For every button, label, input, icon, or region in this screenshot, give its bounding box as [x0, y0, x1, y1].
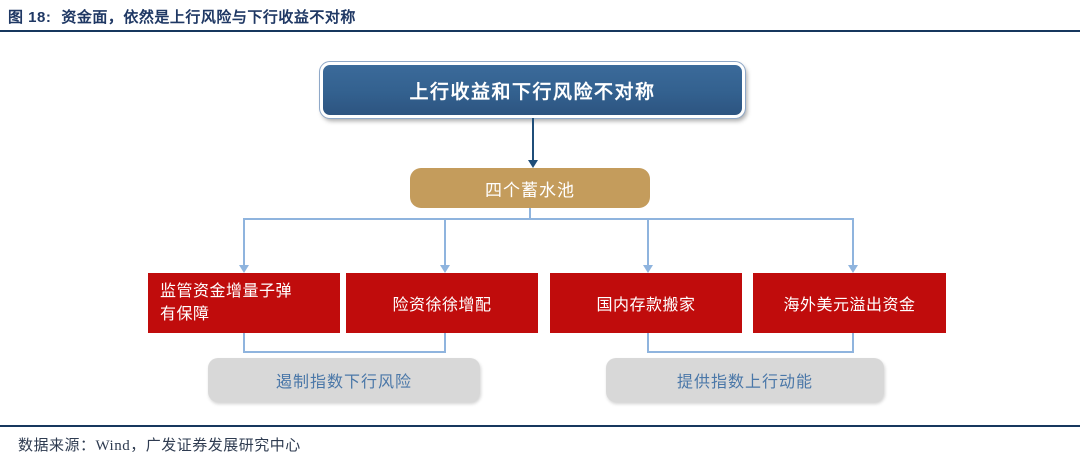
- outcome-box-label: 遏制指数下行风险: [275, 374, 412, 391]
- branch-box-regulatory-funds: 监管资金增量子弹有保障: [148, 273, 340, 333]
- branch-box-overseas-dollar: 海外美元溢出资金: [753, 273, 946, 333]
- title-divider-line: [0, 30, 1080, 32]
- root-box-label: 上行收益和下行风险不对称: [409, 81, 656, 103]
- branch-box-label: 险资徐徐增配: [392, 297, 492, 314]
- bracket-left-leg-1: [243, 333, 245, 352]
- flowchart-root-box: 上行收益和下行风险不对称: [319, 61, 746, 119]
- branch-box-domestic-deposits: 国内存款搬家: [550, 273, 742, 333]
- branch-box-insurance-funds: 险资徐徐增配: [346, 273, 538, 333]
- connector-drop-1: [243, 218, 245, 266]
- arrowhead-root-to-hub: [528, 160, 538, 168]
- branch-box-label: 海外美元溢出资金: [783, 297, 916, 314]
- bracket-right-crossbar: [647, 351, 854, 353]
- connector-hub-stub: [529, 208, 531, 218]
- outcome-box-upside-momentum: 提供指数上行动能: [606, 358, 884, 402]
- connector-drop-3: [647, 218, 649, 266]
- connector-branch-crossbar: [243, 218, 854, 220]
- connector-drop-2: [444, 218, 446, 266]
- hub-box-label: 四个蓄水池: [485, 180, 575, 200]
- footer-divider-line: [0, 425, 1080, 427]
- branch-box-label: 监管资金增量子弹有保障: [160, 282, 293, 323]
- outcome-box-label: 提供指数上行动能: [676, 374, 813, 391]
- figure-title: 图 18: 资金面，依然是上行风险与下行收益不对称: [8, 6, 1068, 27]
- figure-number-label: 图 18:: [8, 9, 52, 26]
- branch-box-label: 国内存款搬家: [596, 297, 696, 314]
- flowchart-hub-box: 四个蓄水池: [410, 168, 650, 208]
- bracket-right-leg-1: [647, 333, 649, 352]
- bracket-left-leg-2: [444, 333, 446, 352]
- bracket-left-crossbar: [243, 351, 446, 353]
- arrowhead-drop-2: [440, 265, 450, 273]
- data-source-text: 数据来源：Wind，广发证券发展研究中心: [18, 438, 301, 454]
- connector-drop-4: [852, 218, 854, 266]
- figure-title-text: 资金面，依然是上行风险与下行收益不对称: [61, 10, 356, 26]
- connector-root-to-hub: [532, 118, 534, 161]
- arrowhead-drop-1: [239, 265, 249, 273]
- arrowhead-drop-4: [848, 265, 858, 273]
- outcome-box-downside-risk: 遏制指数下行风险: [208, 358, 480, 402]
- bracket-right-leg-2: [852, 333, 854, 352]
- arrowhead-drop-3: [643, 265, 653, 273]
